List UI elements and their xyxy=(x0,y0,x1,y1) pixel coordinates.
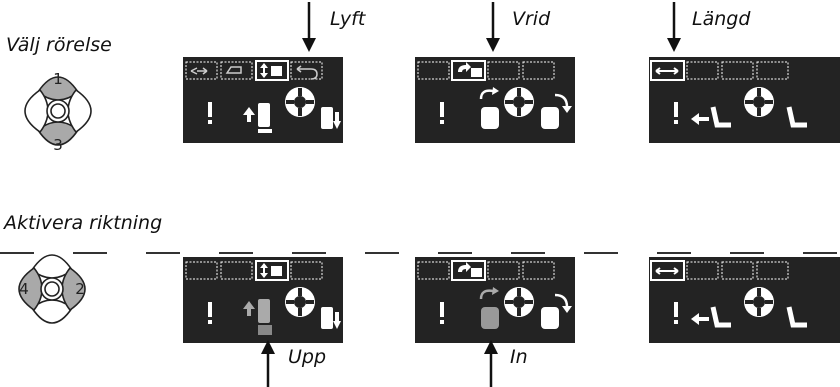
up-label: Upp xyxy=(288,346,327,368)
dpad-activate-direction[interactable]: 4 2 xyxy=(2,240,102,338)
select-motion-label: Välj rörelse xyxy=(6,34,112,56)
rotate-label: Vrid xyxy=(512,8,551,30)
dpad-left-button[interactable] xyxy=(24,88,49,134)
dpad-number-2: 2 xyxy=(75,280,85,298)
up-arrow-icon xyxy=(484,340,498,387)
dpad-right-button[interactable] xyxy=(67,88,92,134)
dpad-up-button[interactable] xyxy=(36,76,80,101)
dpad-number-1: 1 xyxy=(53,70,63,88)
dpad-up-button[interactable] xyxy=(30,254,74,279)
dpad-select-motion[interactable]: 1 3 xyxy=(10,62,106,160)
display-length-idle xyxy=(649,257,840,343)
length-label: Längd xyxy=(692,8,751,30)
dpad-number-3: 3 xyxy=(53,136,63,154)
dpad-right-button[interactable] xyxy=(61,266,86,312)
display-rotate xyxy=(415,57,575,143)
in-label: In xyxy=(510,346,528,368)
up-arrow-icon xyxy=(261,340,275,387)
down-arrow-icon xyxy=(302,2,316,52)
display-lift-up-active xyxy=(183,257,343,343)
down-arrow-icon xyxy=(667,2,681,52)
dpad-number-4: 4 xyxy=(19,280,29,298)
dpad-down-button[interactable] xyxy=(30,299,74,324)
display-lift xyxy=(183,57,343,143)
down-arrow-icon xyxy=(486,2,500,52)
activate-direction-label: Aktivera riktning xyxy=(4,212,163,234)
lift-label: Lyft xyxy=(330,8,366,30)
dpad-left-button[interactable] xyxy=(18,266,43,312)
display-length xyxy=(649,57,840,143)
display-rotate-in-active xyxy=(415,257,575,343)
dpad-down-button[interactable] xyxy=(36,121,80,146)
